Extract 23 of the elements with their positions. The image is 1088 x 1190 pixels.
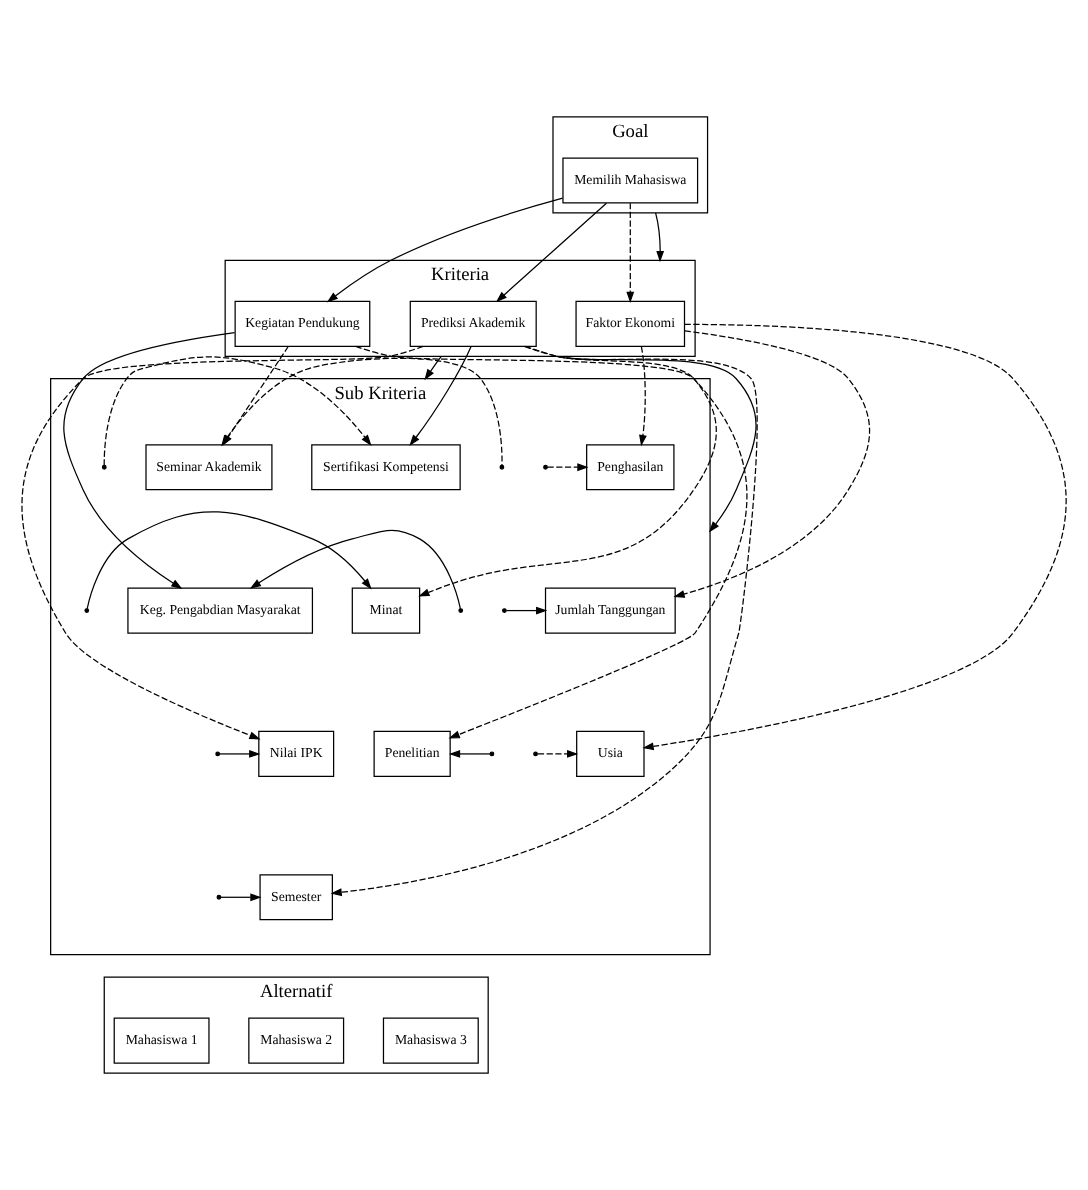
arrow	[21, 345, 424, 740]
arrow	[556, 355, 757, 533]
arrow	[546, 463, 589, 472]
arrow	[424, 355, 442, 381]
arrow	[448, 750, 491, 758]
arrow	[220, 893, 262, 902]
arrow	[505, 606, 548, 615]
arrow	[355, 345, 748, 739]
arrow	[86, 511, 372, 610]
arrow	[626, 202, 635, 303]
arrow	[249, 529, 462, 610]
arrow	[639, 345, 647, 447]
arrow	[330, 345, 758, 897]
arrow	[642, 323, 1067, 751]
arrow	[409, 345, 472, 446]
arrow	[326, 197, 564, 303]
arrow	[673, 330, 871, 598]
arrow	[655, 212, 665, 263]
arrow	[537, 750, 579, 758]
arrow	[495, 202, 608, 303]
arrow	[103, 356, 372, 466]
arrow	[218, 750, 261, 758]
arrow	[418, 345, 717, 597]
